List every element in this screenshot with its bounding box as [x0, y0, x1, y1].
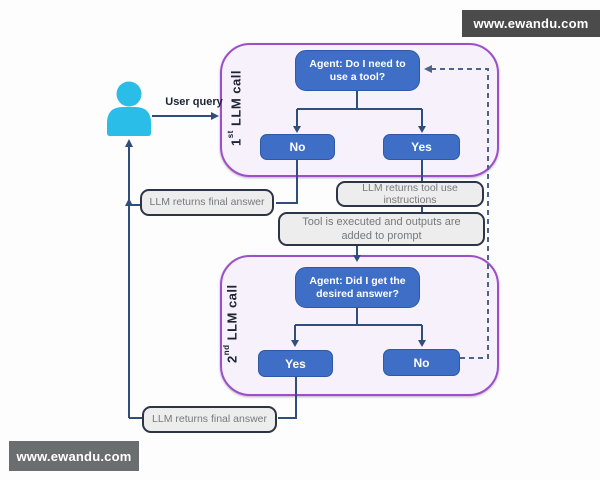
solid-flow-lines: [128, 91, 423, 419]
tool-execution-box: Tool is executed and outputs are added t…: [278, 212, 485, 246]
agent2-yes-node: Yes: [258, 350, 333, 377]
feedback-top-arrowhead: [125, 139, 133, 147]
label2-number: 2: [224, 355, 240, 364]
agent2-no-node: No: [383, 349, 460, 376]
agent1-no-node: No: [260, 134, 335, 160]
tool-instructions-box: LLM returns tool use instructions: [336, 181, 484, 207]
loop-arrowhead: [424, 65, 432, 73]
no1-to-answer: [276, 160, 298, 204]
label1-number: 1: [228, 138, 244, 146]
user-icon-body: [107, 107, 151, 136]
final-answer1-box: LLM returns final answer: [140, 189, 274, 216]
user-icon: [107, 81, 151, 136]
agent2-question-node: Agent: Did I get the desired answer?: [295, 267, 420, 308]
yes2-arrowhead: [291, 340, 299, 347]
agent1-branch: [296, 91, 423, 128]
first-llm-call-label: 1st LLM call: [226, 60, 243, 156]
label2-ordinal: nd: [222, 344, 231, 356]
dashed-loop-lines: [430, 68, 489, 359]
no2-arrowhead: [418, 340, 426, 347]
watermark-badge-bottom: www.ewandu.com: [9, 441, 139, 471]
no1-arrowhead: [293, 126, 301, 133]
user-query-arrowhead: [211, 112, 219, 120]
watermark-badge-top: www.ewandu.com: [462, 10, 600, 37]
yes1-arrowhead: [418, 126, 426, 133]
second-llm-call-label: 2nd LLM call: [222, 276, 239, 372]
final-answer2-box: LLM returns final answer: [142, 406, 277, 433]
user-icon-head: [116, 81, 142, 107]
user-query-label: User query: [165, 96, 223, 108]
no2-loop-to-agent1: [430, 68, 489, 359]
agent1-question-node: Agent: Do I need to use a tool?: [295, 50, 420, 91]
label2-text: LLM call: [224, 284, 240, 345]
feedback-mid-arrowhead: [125, 198, 133, 206]
label1-ordinal: st: [226, 130, 235, 139]
arrowheads: [125, 112, 426, 347]
agent1-yes-node: Yes: [383, 134, 460, 160]
agent2-branch: [294, 308, 423, 342]
yes2-to-answer: [278, 377, 297, 419]
agent2-in-arrowhead: [353, 255, 361, 262]
